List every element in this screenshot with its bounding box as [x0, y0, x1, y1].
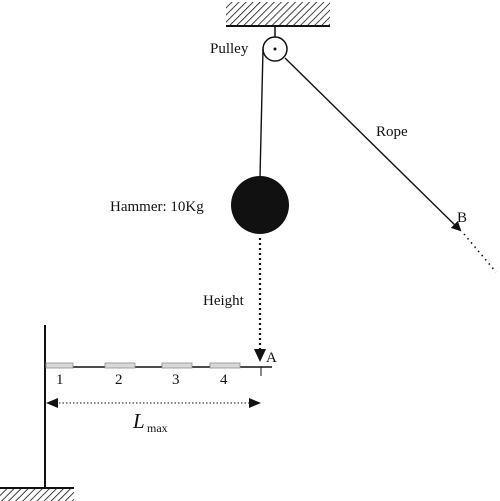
lmax-arrowhead-right [249, 398, 261, 408]
marker-2-pad [104, 362, 136, 369]
lmax-arrowhead-left [46, 398, 58, 408]
pull-rope [284, 57, 462, 232]
point-a-label: A [266, 350, 277, 366]
height-arrowhead [254, 349, 266, 362]
pulley-label: Pulley [210, 41, 249, 57]
point-b-label: B [457, 210, 467, 226]
rope-continuation [463, 233, 497, 273]
hammer-label: Hammer: 10Kg [110, 199, 204, 215]
marker-1-label: 1 [56, 372, 64, 388]
marker-1-pad [45, 362, 74, 369]
marker-3-pad [161, 362, 193, 369]
lmax-label: L [132, 409, 145, 433]
rope-label: Rope [376, 124, 408, 140]
pulley-axle [273, 47, 277, 51]
ceiling-support [226, 2, 330, 27]
marker-2-label: 2 [115, 372, 123, 388]
lmax-subscript: max [147, 421, 168, 435]
ground-support [0, 487, 74, 501]
marker-4-label: 4 [220, 372, 228, 388]
marker-4-pad [209, 362, 241, 369]
height-label: Height [203, 293, 245, 309]
hammer-ball [231, 176, 289, 234]
hammer-rope [259, 48, 264, 178]
marker-3-label: 3 [172, 372, 180, 388]
markers [45, 362, 241, 369]
